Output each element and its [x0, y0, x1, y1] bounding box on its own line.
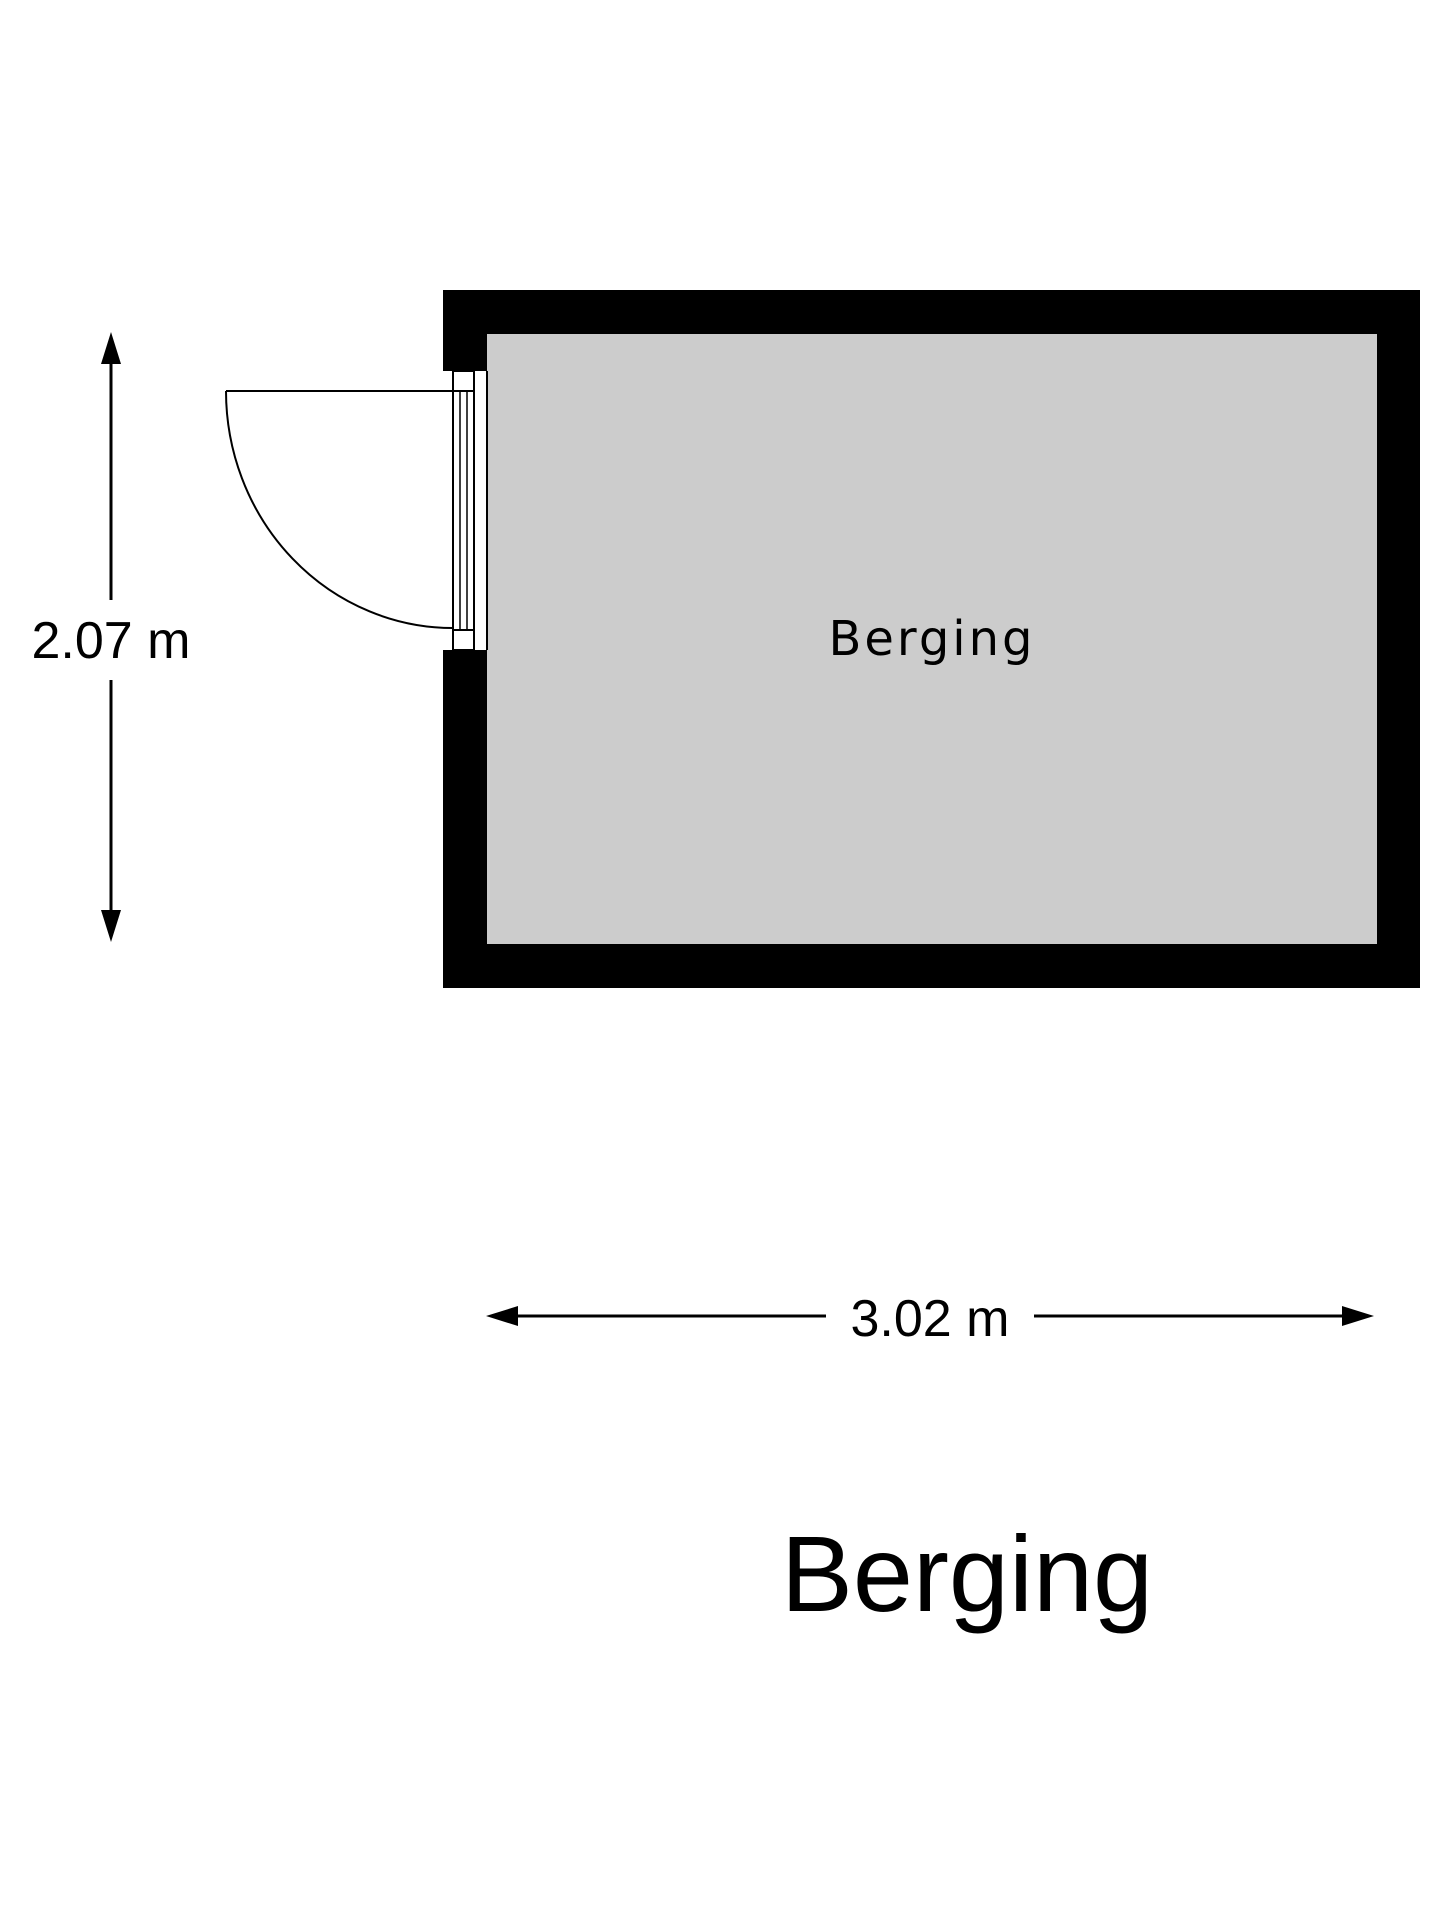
- door-frame: [452, 370, 488, 651]
- arrow-up-icon: [101, 332, 121, 364]
- width-dimension: [486, 1306, 1374, 1326]
- room-floor: [487, 334, 1377, 944]
- height-dimension-label: 2.07 m: [32, 612, 191, 670]
- arrow-left-icon: [486, 1306, 518, 1326]
- width-dimension-label: 3.02 m: [851, 1290, 1010, 1348]
- arrow-down-icon: [101, 910, 121, 942]
- room-label: Berging: [828, 611, 1035, 667]
- plan-title: Berging: [781, 1513, 1153, 1634]
- door-swing: [225, 390, 454, 629]
- arrow-right-icon: [1342, 1306, 1374, 1326]
- height-dimension: [101, 332, 121, 942]
